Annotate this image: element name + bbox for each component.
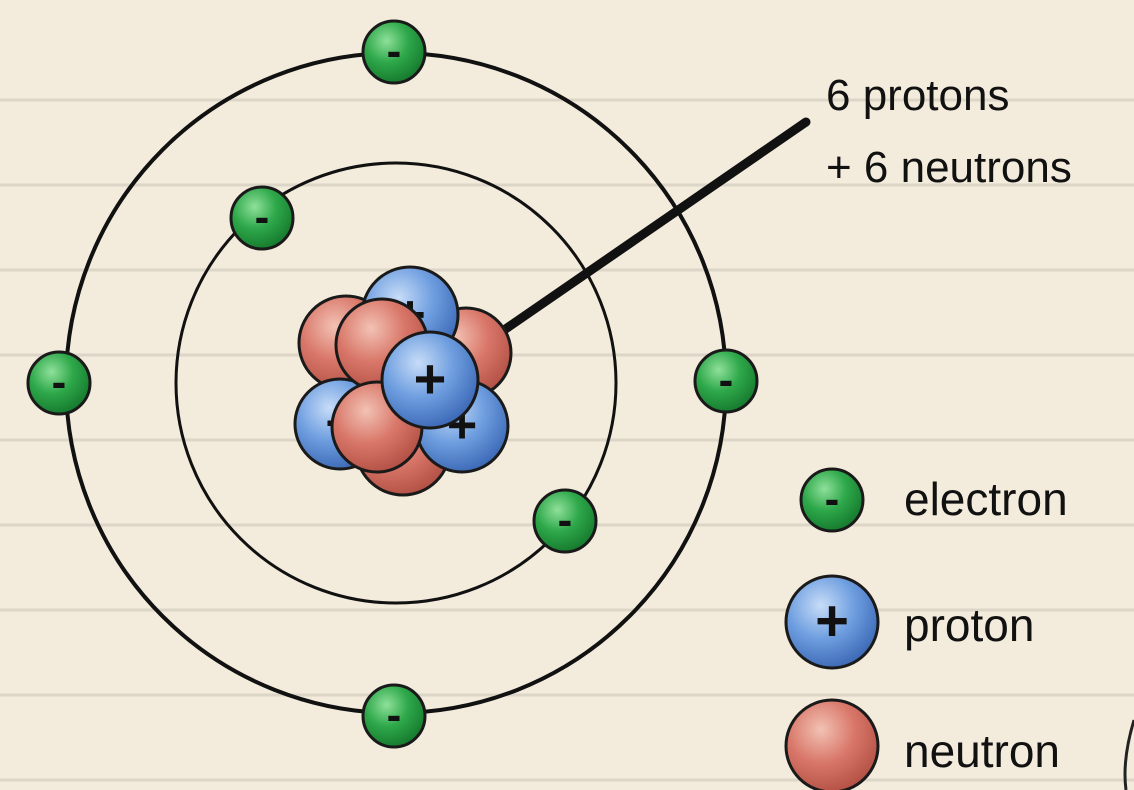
svg-text:-: - [558, 496, 573, 545]
annotation-neutrons: + 6 neutrons [826, 143, 1072, 192]
legend-neutron-label: neutron [904, 725, 1061, 777]
annotation-protons: 6 protons [826, 71, 1010, 120]
svg-text:-: - [719, 356, 734, 405]
svg-text:-: - [387, 691, 402, 740]
svg-text:-: - [52, 358, 67, 407]
electron-icon: - [26, 350, 92, 416]
svg-text:-: - [387, 27, 402, 76]
legend: - + [784, 467, 880, 790]
electrons: - - - - - - [26, 19, 759, 749]
electron-icon: - [532, 488, 598, 554]
electron-icon: - [361, 683, 427, 749]
legend-proton-label: proton [904, 599, 1035, 651]
page-curl [1123, 719, 1134, 790]
proton-icon: + [380, 330, 480, 430]
svg-text:+: + [815, 588, 849, 653]
svg-text:-: - [255, 193, 270, 242]
electron-icon: - [229, 185, 295, 251]
svg-text:+: + [414, 347, 447, 410]
svg-text:-: - [825, 475, 840, 524]
legend-neutron-icon [784, 698, 880, 790]
electron-icon: - [693, 348, 759, 414]
legend-electron-icon: - [799, 467, 865, 533]
legend-proton-icon: + [784, 574, 880, 670]
nucleus-annotation: 6 protons + 6 neutrons [826, 60, 1072, 204]
inner-orbit [174, 161, 618, 605]
nucleus: + + + + [293, 265, 513, 497]
electron-icon: - [361, 19, 427, 85]
legend-electron-label: electron [904, 473, 1068, 525]
nucleus-pointer-line [473, 117, 811, 353]
